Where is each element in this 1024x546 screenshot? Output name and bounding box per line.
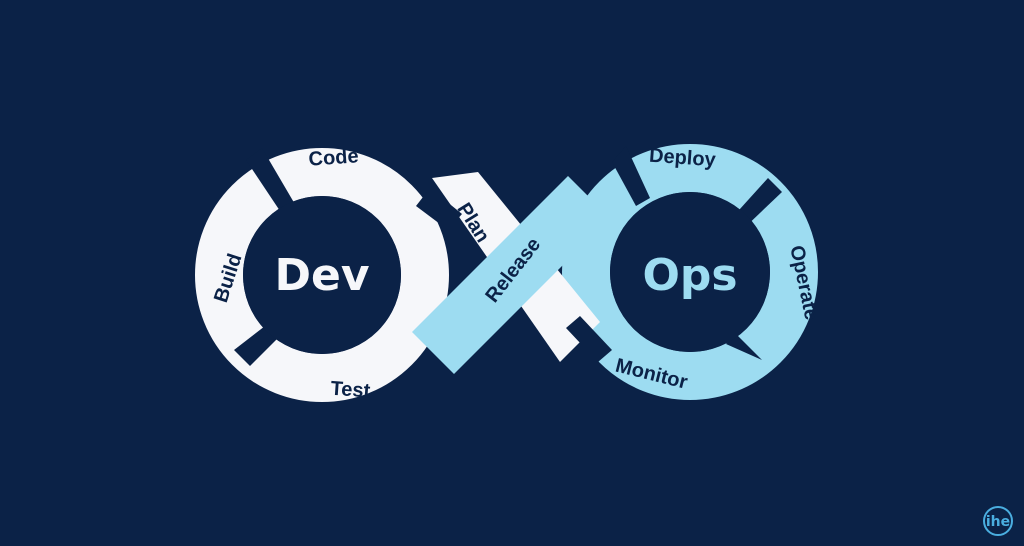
dev-label: Dev (274, 250, 369, 301)
stage-label-code: Code (308, 145, 359, 170)
brand-logo: ihe (983, 506, 1013, 536)
dev-loop-band (195, 148, 449, 402)
ops-center-disc (610, 192, 770, 352)
stage-label-deploy: Deploy (648, 145, 717, 172)
logo-text: ihe (986, 514, 1010, 530)
ops-loop-band (562, 144, 818, 400)
logo-ring-icon (983, 506, 1013, 536)
dev-center-disc (243, 196, 401, 354)
stage-label-test: Test (330, 378, 371, 403)
release-ribbon (412, 176, 610, 374)
ops-label: Ops (642, 250, 737, 301)
